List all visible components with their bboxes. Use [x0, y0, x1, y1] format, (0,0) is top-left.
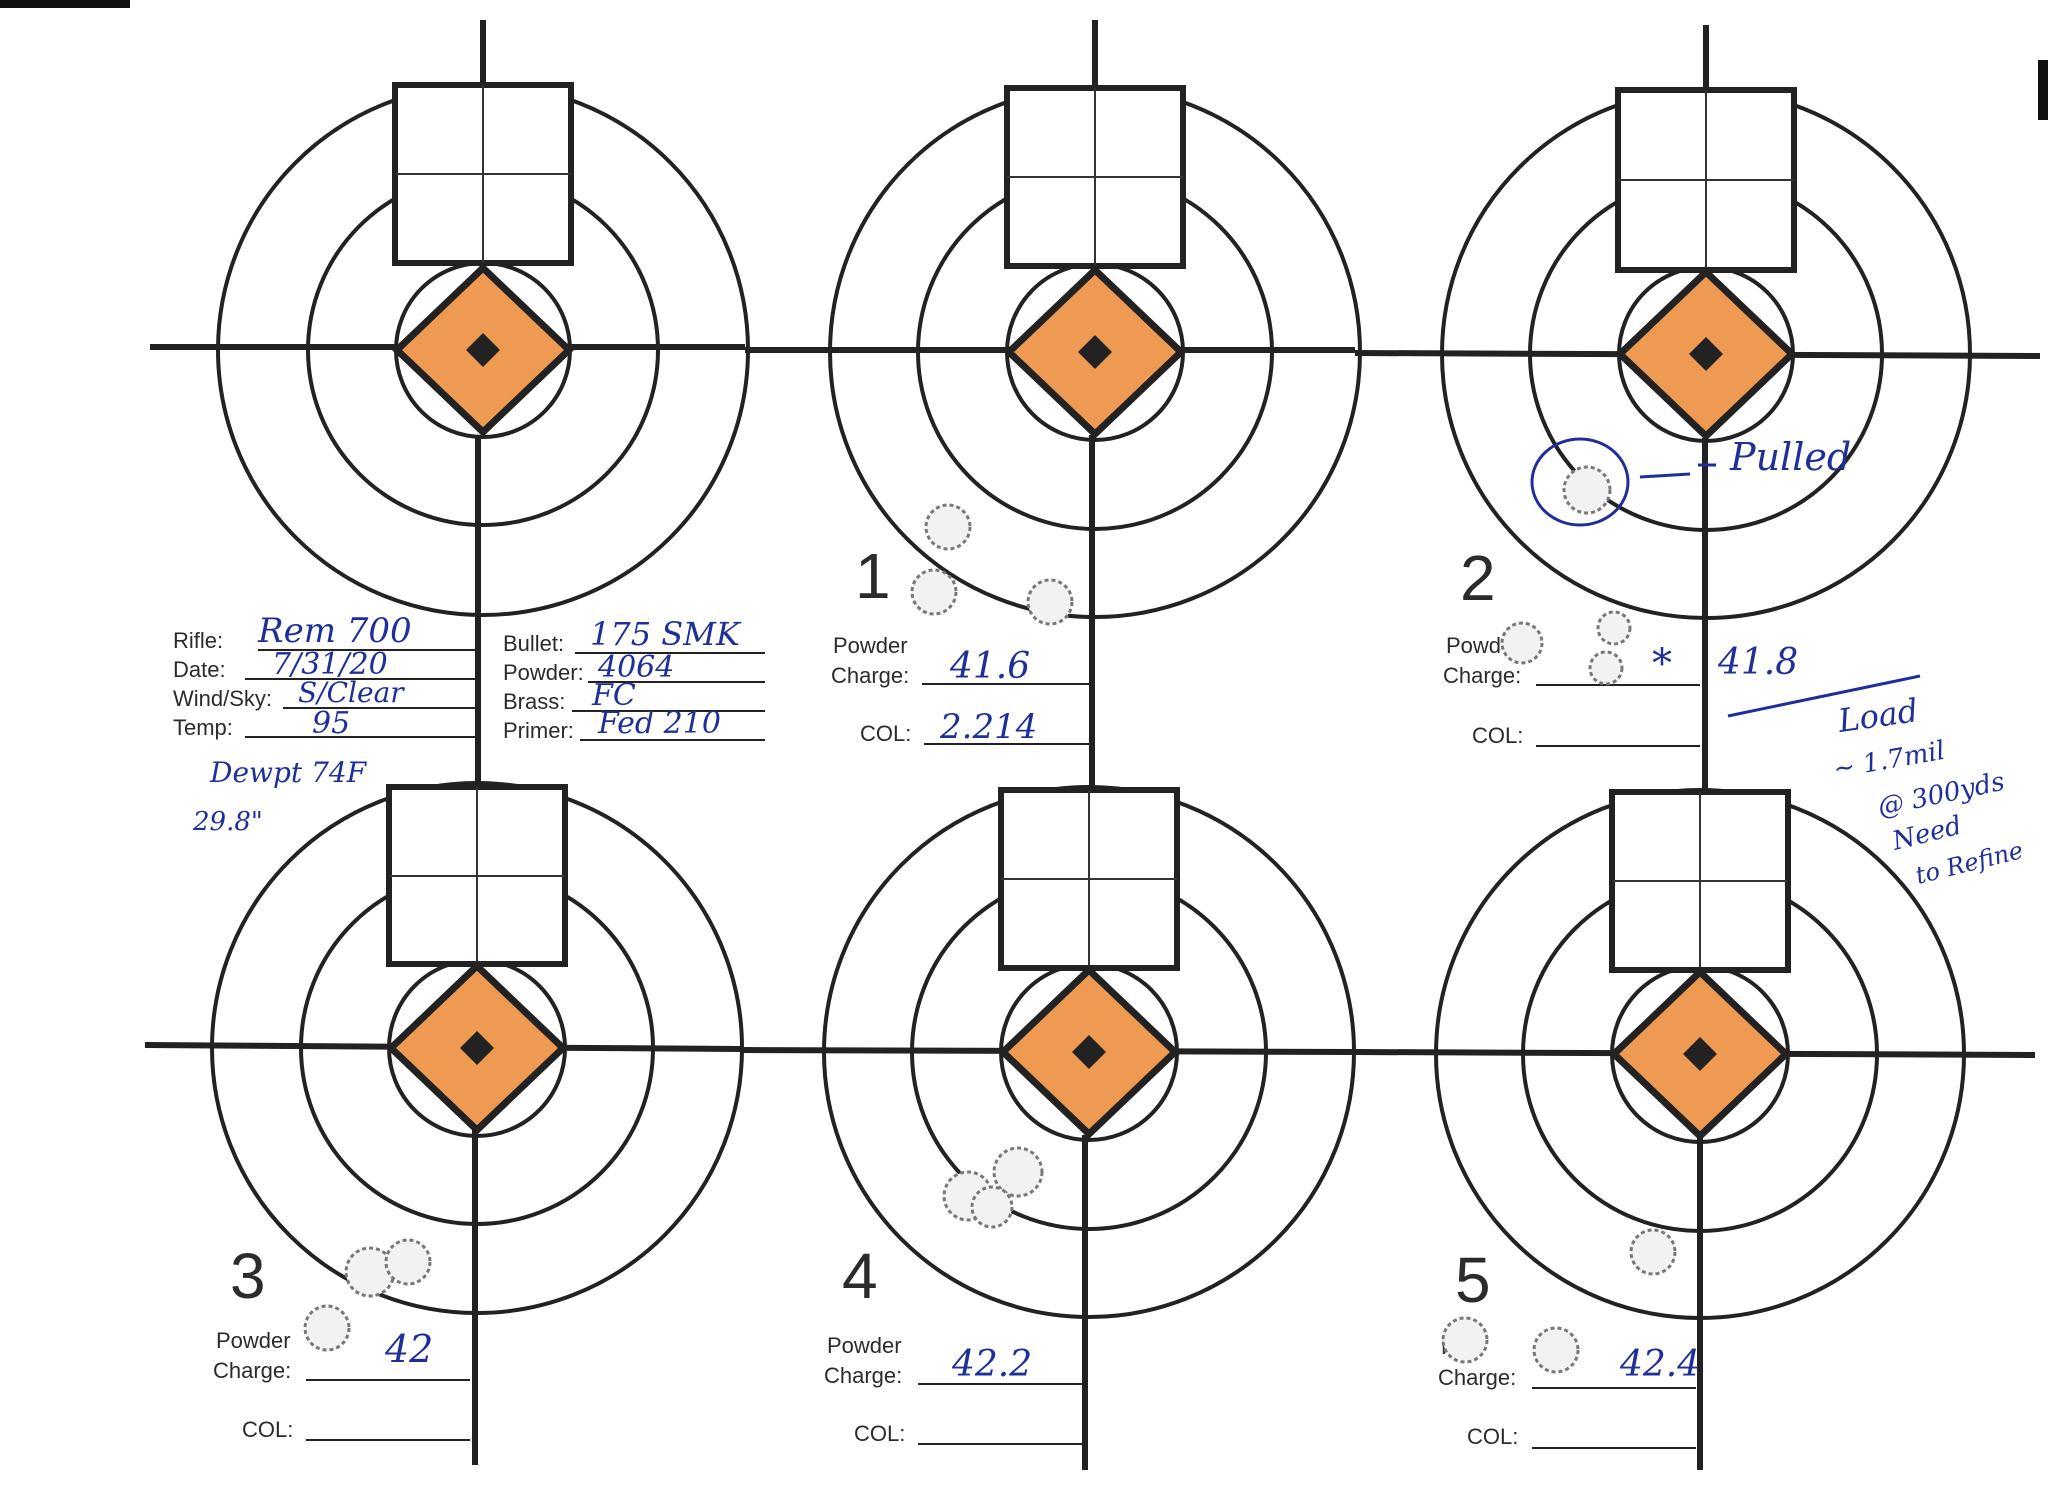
bullet-hole: [1441, 1316, 1489, 1364]
col-label: COL:: [860, 721, 911, 746]
charge-value: 42.4: [1619, 1344, 1700, 1385]
powder-value: 4064: [597, 650, 674, 685]
charge-label: Charge:: [831, 663, 909, 688]
charge-label: Charge:: [1438, 1365, 1516, 1390]
target-2: 2 Powd Charge: * 41.8 COL: Pulled: [1354, 25, 2041, 790]
load-info-block: Rifle: Rem 700 Date: 7/31/20 Wind/Sky: S…: [173, 611, 765, 837]
bullet-hole: [992, 1146, 1044, 1198]
target-number: 2: [1460, 542, 1496, 614]
col-label: COL:: [1472, 723, 1523, 748]
rifle-value: Rem 700: [257, 611, 412, 651]
dewpoint-note: Dewpt 74F: [209, 756, 368, 789]
primer-label: Primer:: [503, 718, 574, 743]
col-value: 2.214: [939, 707, 1037, 747]
brass-value: FC: [591, 678, 636, 713]
asterisk-mark: *: [1652, 641, 1672, 687]
target-number: 1: [855, 540, 891, 612]
bullet-hole: [1629, 1228, 1677, 1276]
bullet-hole: [1532, 1326, 1580, 1374]
bullet-hole: [1026, 578, 1074, 626]
target-4: 4 Powder Charge: 42.2 COL:: [739, 785, 1356, 1470]
bullet-hole: [1588, 650, 1624, 686]
bullet-hole: [924, 503, 972, 551]
bullet-hole: [970, 1185, 1014, 1229]
powder-label: Powder: [827, 1333, 902, 1358]
brass-label: Brass:: [503, 689, 565, 714]
wind-value: S/Clear: [298, 676, 405, 709]
wind-label: Wind/Sky:: [173, 686, 272, 711]
target-1: 1 Powder Charge: 41.6 COL: 2.214: [745, 20, 1362, 790]
rifle-label: Rifle:: [173, 628, 223, 653]
bullet-hole: [910, 568, 958, 616]
charge-value: 41.8: [1717, 642, 1798, 683]
pulled-note: Pulled: [1729, 435, 1851, 479]
bullet-hole: [1500, 621, 1544, 665]
pulled-shot-circle: [1530, 437, 1630, 527]
charge-label: Charge:: [1443, 663, 1521, 688]
bullet-hole: [384, 1238, 432, 1286]
bullet-value: 175 SMK: [590, 615, 742, 653]
target-info: [150, 20, 750, 790]
charge-value: 42.2: [951, 1344, 1032, 1385]
date-value: 7/31/20: [272, 647, 388, 682]
target-number: 3: [230, 1240, 266, 1312]
date-label: Date:: [173, 657, 226, 682]
powder-label: Powder: [833, 633, 908, 658]
charge-value: 41.6: [949, 646, 1030, 687]
charge-label: Charge:: [824, 1363, 902, 1388]
target-number: 4: [842, 1240, 878, 1312]
target-number: 5: [1455, 1244, 1491, 1316]
col-label: COL:: [242, 1417, 293, 1442]
target-3: 3 Powder Charge: 42 COL:: [144, 781, 744, 1465]
target-5: 5 Po Charge: 42.4 COL:: [1354, 788, 2036, 1470]
col-label: COL:: [1467, 1424, 1518, 1449]
powder-label: Powder:: [503, 660, 584, 685]
bullet-hole: [1562, 465, 1612, 515]
powder-label: Powder: [216, 1328, 291, 1353]
col-label: COL:: [854, 1421, 905, 1446]
pressure-note: 29.8": [192, 807, 263, 837]
temp-value: 95: [312, 706, 350, 741]
bullet-hole: [1596, 610, 1632, 646]
temp-label: Temp:: [173, 715, 233, 740]
powder-label: Powd: [1446, 633, 1501, 658]
primer-value: Fed 210: [597, 706, 721, 741]
charge-value: 42: [384, 1327, 433, 1371]
charge-label: Charge:: [213, 1358, 291, 1383]
bullet-hole: [303, 1304, 351, 1352]
bullet-label: Bullet:: [503, 631, 564, 656]
